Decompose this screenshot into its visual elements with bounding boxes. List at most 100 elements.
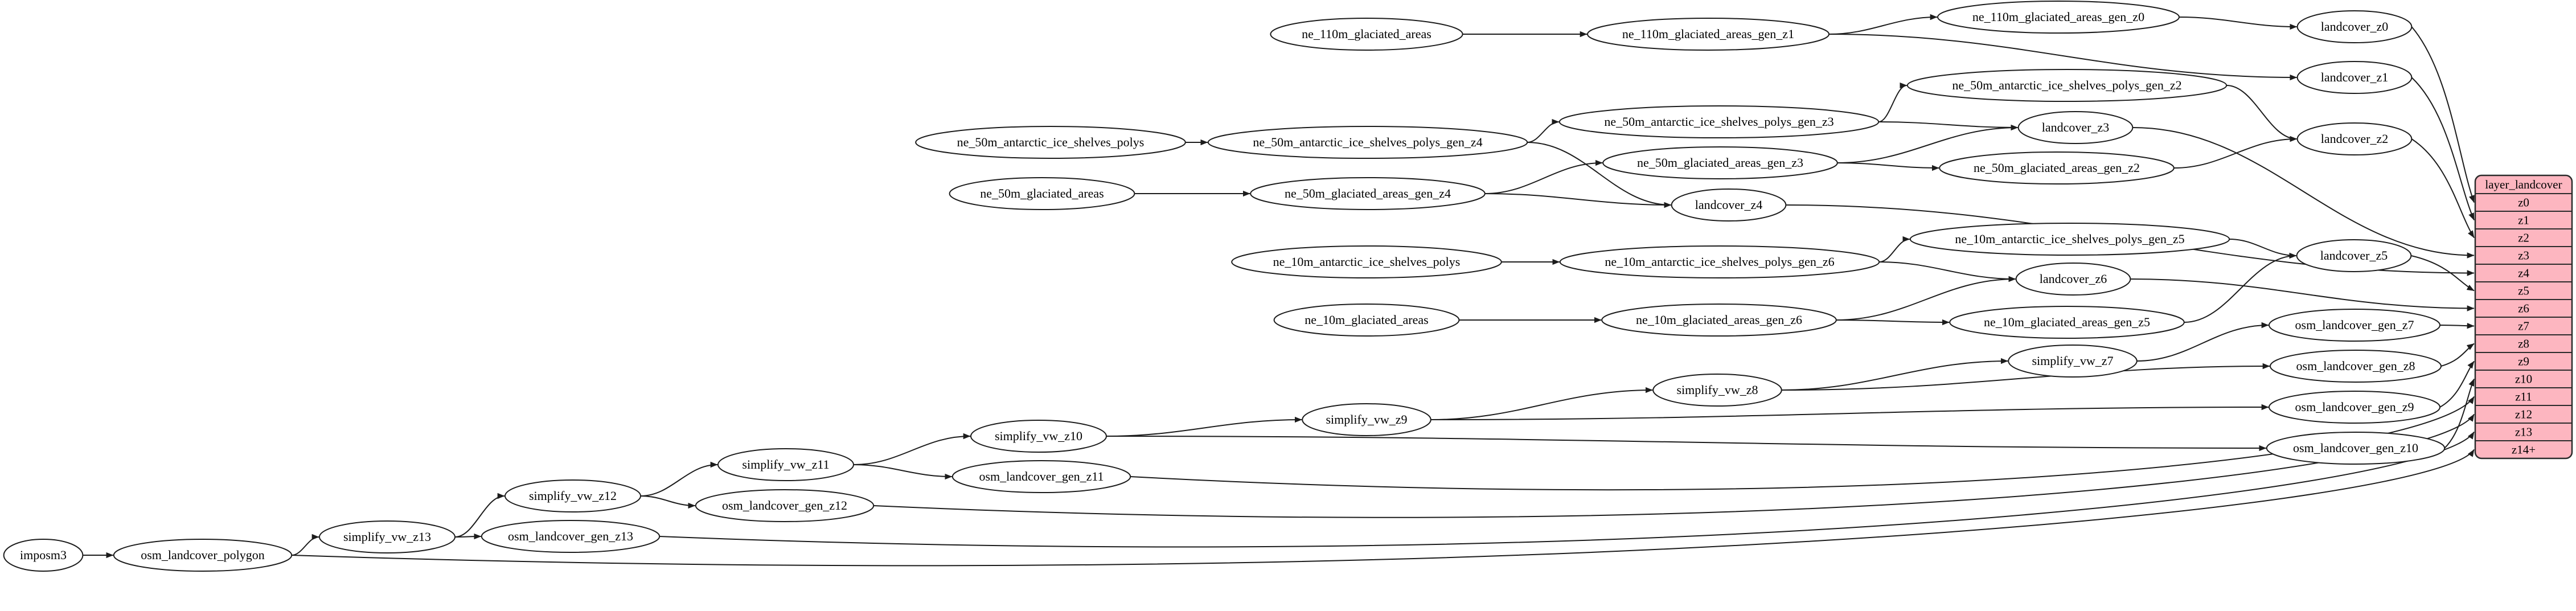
edge: [454, 493, 505, 538]
node-ellipse: [2269, 391, 2440, 424]
node-ellipse: [1302, 403, 1431, 436]
node-label: ne_50m_glaciated_areas_gen_z2: [1974, 161, 2140, 175]
node-label: simplify_vw_z12: [529, 489, 617, 503]
node-ellipse: [319, 520, 456, 553]
edge: [1130, 396, 2475, 491]
node-landcover_z4: landcover_z4: [1671, 188, 1787, 222]
node-label: osm_landcover_gen_z9: [2295, 400, 2414, 414]
edge: [2444, 378, 2475, 449]
node-simplify_vw_z13: simplify_vw_z13: [319, 520, 456, 553]
node-landcover_z0: landcover_z0: [2296, 10, 2413, 43]
node-label: ne_10m_antarctic_ice_shelves_polys_gen_z…: [1605, 255, 1834, 269]
node-label: osm_landcover_gen_z13: [508, 529, 633, 543]
node-label: landcover_z3: [2042, 120, 2110, 134]
edge: [1527, 142, 1672, 208]
node-osm_landcover_gen_z7: osm_landcover_gen_z7: [2269, 309, 2440, 342]
edge: [1781, 358, 2008, 391]
node-ne_50m_antarctic_ice_shelves_polys_gen_z3: ne_50m_antarctic_ice_shelves_polys_gen_z…: [1558, 105, 1880, 138]
edge: [1837, 162, 1939, 171]
table-row: z10: [2515, 372, 2532, 386]
node-label: osm_landcover_gen_z8: [2296, 359, 2415, 373]
edge: [2226, 85, 2298, 142]
edge: [2179, 17, 2298, 30]
node-ne_50m_glaciated_areas_gen_z2: ne_50m_glaciated_areas_gen_z2: [1939, 151, 2175, 184]
edge: [2439, 360, 2475, 408]
table-row: z12: [2515, 408, 2532, 421]
node-ellipse: [1587, 18, 1830, 51]
edge: [2130, 278, 2475, 311]
edge: [2440, 343, 2475, 367]
node-ellipse: [2008, 345, 2138, 378]
node-label: imposm3: [20, 548, 67, 562]
node-osm_landcover_gen_z12: osm_landcover_gen_z12: [695, 489, 875, 522]
node-label: ne_10m_glaciated_areas_gen_z6: [1636, 313, 1802, 327]
node-ellipse: [1559, 245, 1880, 278]
node-label: simplify_vw_z7: [2032, 354, 2114, 368]
node-ne_50m_antarctic_ice_shelves_polys: ne_50m_antarctic_ice_shelves_polys: [915, 126, 1186, 159]
node-ellipse: [1671, 188, 1787, 222]
node-ne_10m_antarctic_ice_shelves_polys_gen_z6: ne_10m_antarctic_ice_shelves_polys_gen_z…: [1559, 245, 1880, 278]
node-ellipse: [951, 460, 1131, 493]
node-ellipse: [1273, 304, 1460, 337]
node-ellipse: [2296, 61, 2413, 94]
node-ellipse: [481, 520, 661, 553]
node-label: ne_10m_glaciated_areas: [1305, 313, 1428, 327]
node-ne_50m_antarctic_ice_shelves_polys_gen_z2: ne_50m_antarctic_ice_shelves_polys_gen_z…: [1906, 69, 2228, 102]
node-ellipse: [2266, 432, 2446, 465]
edge: [1484, 193, 1672, 208]
table-row: z0: [2518, 196, 2529, 210]
edge: [1837, 124, 2019, 163]
edge: [1828, 14, 1938, 35]
node-label: landcover_z1: [2321, 70, 2389, 84]
node-simplify_vw_z8: simplify_vw_z8: [1652, 374, 1782, 407]
table-row: z14+: [2512, 443, 2536, 457]
node-ellipse: [113, 539, 293, 572]
edge: [1879, 261, 2016, 282]
node-ellipse: [1939, 151, 2175, 184]
node-ellipse: [1906, 69, 2228, 102]
node-label: ne_50m_antarctic_ice_shelves_polys_gen_z…: [1604, 114, 1833, 129]
edge: [2411, 77, 2475, 221]
node-ne_10m_glaciated_areas: ne_10m_glaciated_areas: [1273, 304, 1460, 337]
node-ellipse: [1909, 223, 2230, 256]
node-label: simplify_vw_z11: [742, 457, 829, 471]
node-ellipse: [695, 489, 875, 522]
edge: [1527, 118, 1560, 143]
node-osm_landcover_gen_z8: osm_landcover_gen_z8: [2270, 350, 2442, 383]
table-row: z7: [2518, 319, 2529, 333]
node-ne_10m_antarctic_ice_shelves_polys: ne_10m_antarctic_ice_shelves_polys: [1231, 245, 1502, 278]
table-row: z6: [2518, 302, 2529, 315]
node-ellipse: [504, 479, 641, 512]
table-row: z13: [2515, 425, 2532, 439]
node-simplify_vw_z12: simplify_vw_z12: [504, 479, 641, 512]
node-label: ne_110m_glaciated_areas_gen_z1: [1622, 27, 1794, 41]
edge: [1828, 34, 2298, 81]
edge: [1879, 236, 1910, 263]
node-ellipse: [949, 177, 1135, 210]
node-label: ne_10m_antarctic_ice_shelves_polys: [1273, 255, 1461, 269]
node-ellipse: [1949, 306, 2185, 339]
table-row: z2: [2518, 231, 2529, 245]
edge: [1781, 363, 2270, 391]
node-label: ne_50m_antarctic_ice_shelves_polys_gen_z…: [1952, 78, 2181, 92]
edge: [1878, 121, 2019, 131]
node-label: osm_landcover_gen_z7: [2295, 318, 2414, 332]
node-ellipse: [717, 448, 854, 481]
node-label: ne_50m_glaciated_areas: [980, 186, 1104, 200]
node-landcover_z3: landcover_z3: [2017, 111, 2134, 144]
edge: [2136, 322, 2269, 362]
node-ellipse: [1207, 126, 1528, 159]
node-label: ne_10m_glaciated_areas_gen_z5: [1984, 315, 2150, 329]
node-ellipse: [2015, 263, 2131, 296]
table-layer: layer_landcoverz0z1z2z3z4z5z6z7z8z9z10z1…: [2474, 174, 2573, 460]
node-ne_50m_glaciated_areas_gen_z4: ne_50m_glaciated_areas_gen_z4: [1250, 177, 1486, 210]
node-landcover_z6: landcover_z6: [2015, 263, 2131, 296]
node-label: simplify_vw_z13: [343, 530, 431, 544]
node-simplify_vw_z7: simplify_vw_z7: [2008, 345, 2138, 378]
edge: [1430, 404, 2269, 420]
table-row: z11: [2515, 390, 2532, 404]
edge: [454, 533, 482, 540]
node-ellipse: [1602, 146, 1838, 179]
table-row: z4: [2518, 266, 2529, 280]
